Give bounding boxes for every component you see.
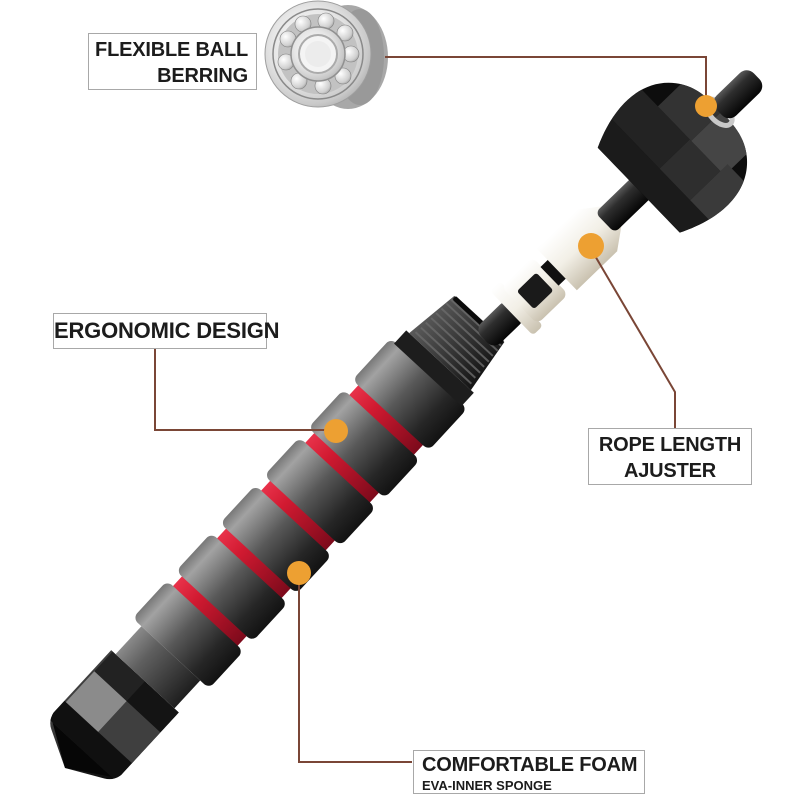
leader-line-ergonomic-design — [154, 349, 328, 431]
ball-bearing-photo — [264, 0, 388, 109]
faceted-rope-swivel-cap — [588, 75, 760, 243]
label-comfortable-foam: COMFORTABLE FOAM EVA-INNER SPONGE — [413, 750, 645, 794]
label-rope-length-adjuster: ROPE LENGTH AJUSTER — [588, 428, 752, 485]
handle-end-cap — [48, 650, 179, 781]
bearing-balls — [277, 12, 360, 95]
label-text: COMFORTABLE FOAM — [422, 754, 638, 776]
leader-line-comfortable-foam — [298, 578, 412, 763]
label-text: FLEXIBLE BALL — [95, 39, 248, 61]
callout-dot-comfortable-foam — [287, 561, 311, 585]
label-text: EVA-INNER SPONGE — [422, 778, 552, 793]
rope-assembly — [478, 70, 763, 346]
callout-dot-flexible-ball-bearing — [695, 95, 717, 117]
foam-grip — [135, 340, 465, 686]
callout-dot-rope-length-adjuster — [578, 233, 604, 259]
label-text: ERGONOMIC DESIGN — [54, 318, 280, 343]
handle-neck-ring — [394, 330, 474, 407]
handle-collar — [115, 626, 201, 709]
label-text: AJUSTER — [624, 460, 716, 482]
rope-cable-tip — [713, 70, 763, 119]
label-text: BERRING — [157, 65, 248, 87]
leader-line-flexible-ball-bearing — [385, 56, 707, 96]
label-text: ROPE LENGTH — [598, 434, 742, 456]
foam-red-stripes — [171, 383, 425, 648]
label-ergonomic-design: ERGONOMIC DESIGN — [53, 313, 280, 349]
leader-line-rope-length-adjuster — [590, 248, 676, 428]
label-flexible-ball-bearing: FLEXIBLE BALL BERRING — [88, 33, 257, 90]
jump-rope-handle-photo — [48, 295, 505, 781]
callout-dot-ergonomic-design — [324, 419, 348, 443]
